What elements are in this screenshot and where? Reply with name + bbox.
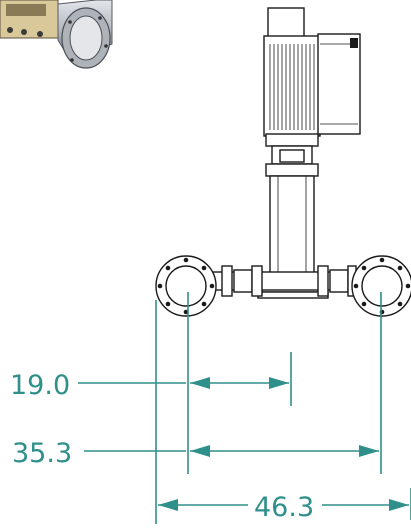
isometric-pump-render (0, 0, 113, 69)
left-flange (155, 255, 217, 317)
right-flange (351, 255, 411, 317)
motor-fins (269, 44, 315, 130)
dimension-19-0: 19.0 (10, 370, 289, 401)
extension-lines (155, 292, 411, 524)
dimension-46-3: 46.3 (158, 492, 409, 523)
dimension-label-35-3: 35.3 (12, 438, 72, 469)
manifold (209, 265, 367, 297)
dimension-label-19-0: 19.0 (10, 370, 70, 401)
motor-assembly (263, 7, 361, 165)
dimension-35-3: 35.3 (12, 438, 379, 469)
dimension-label-46-3: 46.3 (254, 492, 314, 523)
